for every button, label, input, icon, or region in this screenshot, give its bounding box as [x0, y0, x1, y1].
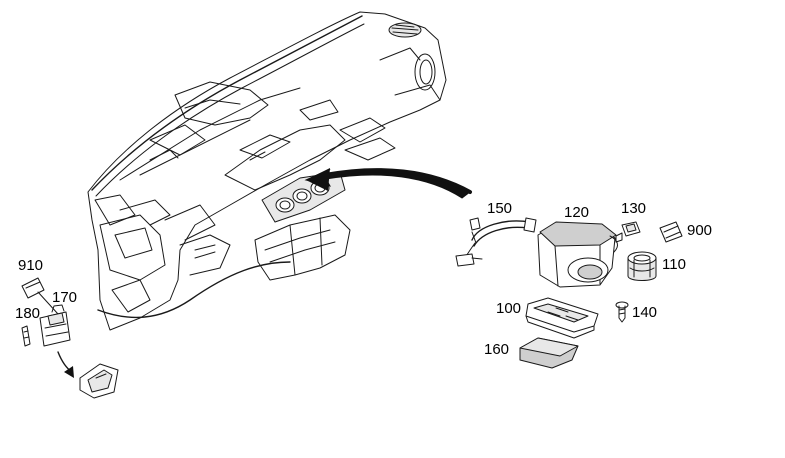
label-110: 110 [662, 256, 686, 273]
label-140: 140 [632, 304, 657, 321]
part-910 [21, 277, 59, 315]
part-150-cable [455, 217, 537, 267]
switch-housing [79, 363, 119, 399]
assembly-arrow [304, 168, 472, 199]
part-160-plate [519, 337, 579, 369]
part-110-knob [627, 251, 657, 281]
part-170 [39, 304, 71, 347]
label-130: 130 [621, 200, 646, 217]
label-900: 900 [687, 222, 712, 239]
label-180: 180 [15, 305, 40, 322]
label-160: 160 [484, 341, 509, 358]
label-150: 150 [487, 200, 512, 217]
label-100: 100 [496, 300, 521, 317]
label-170: 170 [52, 289, 77, 306]
part-180 [21, 325, 31, 347]
part-900-clip [659, 221, 683, 243]
cluster-arrow-head [64, 366, 74, 378]
part-100-frame [525, 297, 599, 339]
part-120-vent-housing [537, 221, 618, 288]
label-910: 910 [18, 257, 43, 274]
part-140-screw [615, 301, 629, 323]
part-130-connector [615, 221, 641, 243]
label-120: 120 [564, 204, 589, 221]
